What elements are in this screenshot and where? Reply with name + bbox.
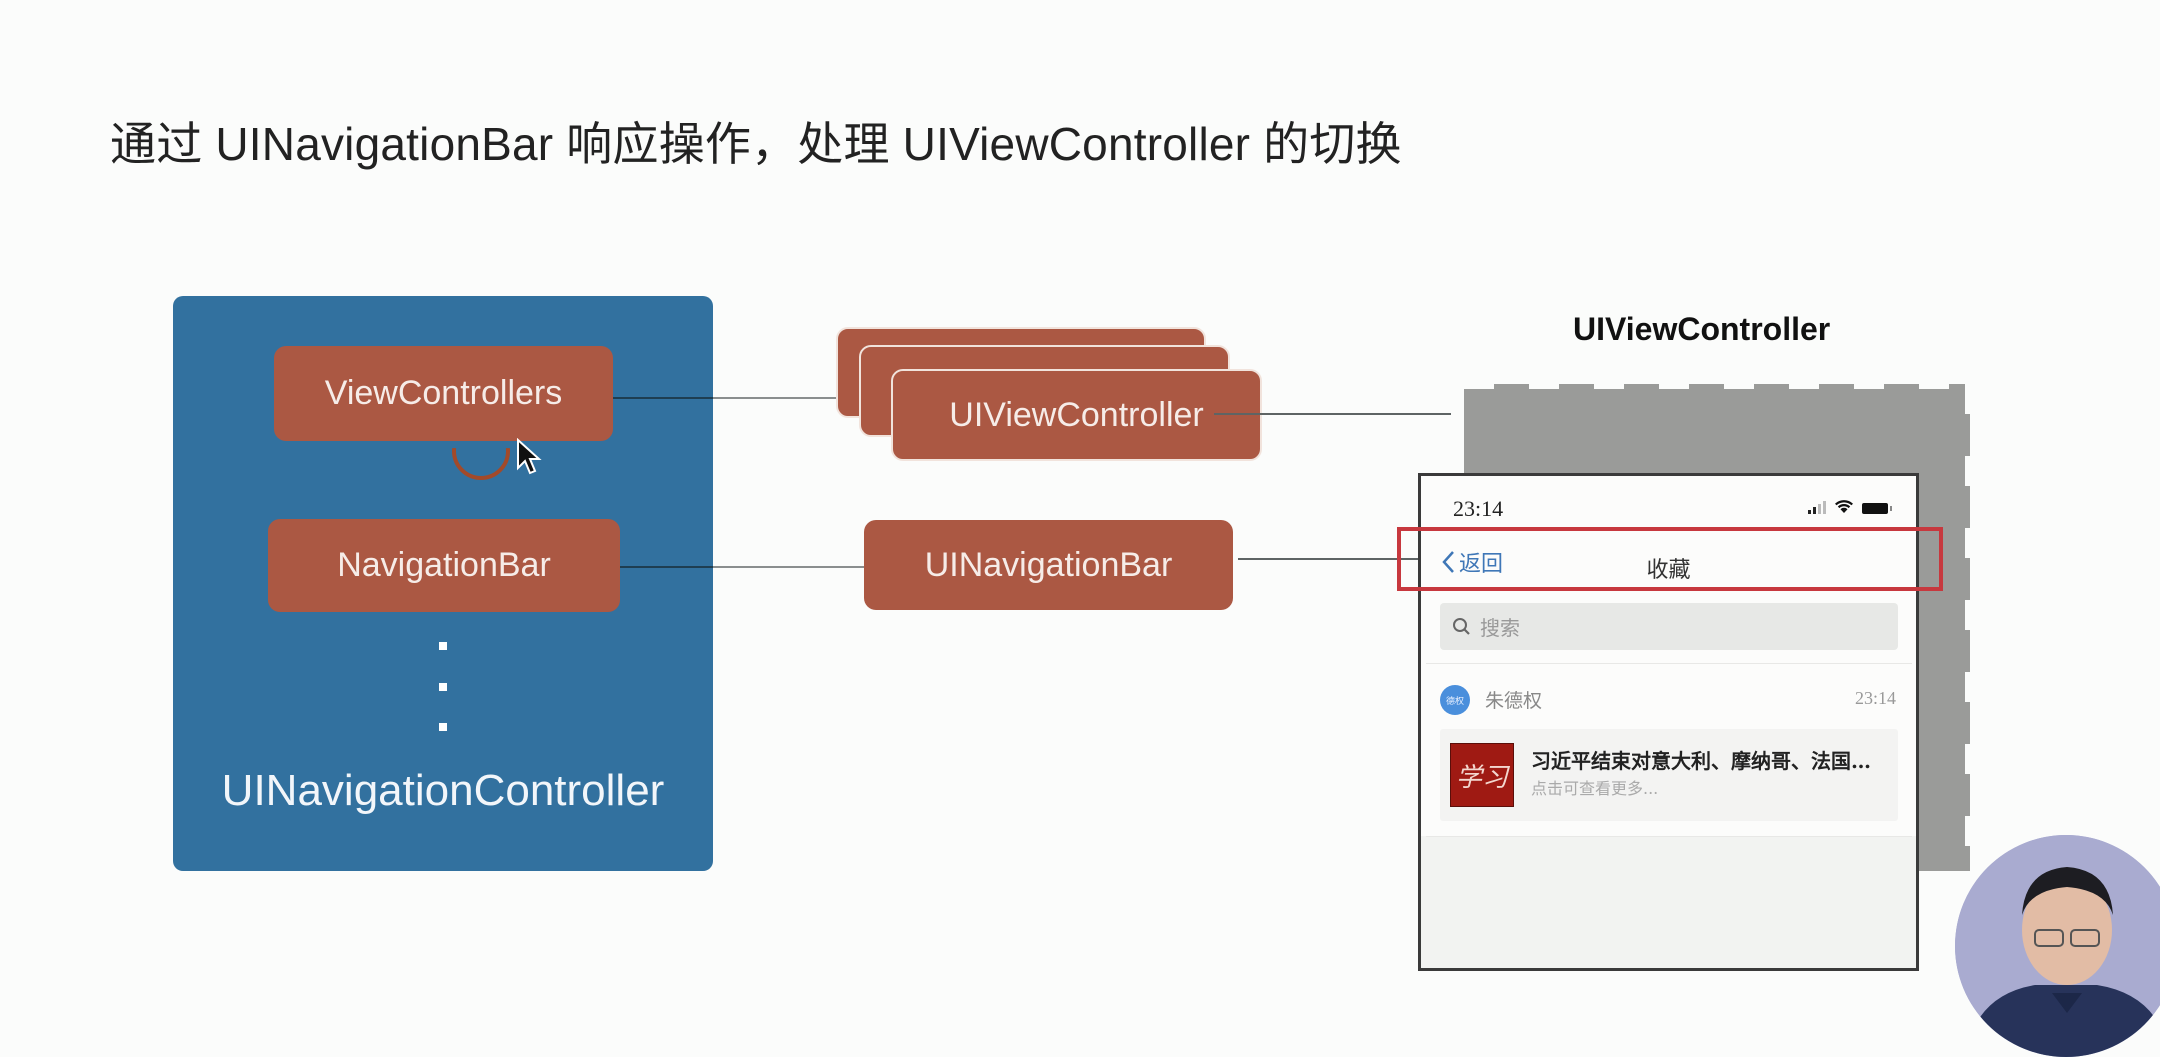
back-label: 返回 xyxy=(1459,551,1504,576)
uiviewcontroller-heading: UIViewController xyxy=(1573,311,1831,347)
status-time: 23:14 xyxy=(1453,496,1504,521)
viewcontrollers-box[interactable]: ViewControllers xyxy=(274,346,613,441)
mouse-cursor-icon xyxy=(517,438,542,475)
search-placeholder: 搜索 xyxy=(1480,618,1520,640)
connector-navigationbar-out xyxy=(713,566,864,568)
wifi-icon xyxy=(1835,500,1853,513)
connector-uiviewcontroller xyxy=(1214,413,1451,415)
avatar: 德权 xyxy=(1440,685,1470,715)
chevron-left-icon xyxy=(1442,551,1454,573)
navbar-title: 收藏 xyxy=(1646,557,1691,582)
uinavigationbar-box[interactable]: UINavigationBar xyxy=(864,520,1233,610)
uinavigationbar-label: UINavigationBar xyxy=(924,545,1173,584)
sender-name: 朱德权 xyxy=(1485,691,1543,712)
card-subtitle: 点击可查看更多... xyxy=(1531,779,1659,798)
uinavigationcontroller-label: UINavigationController xyxy=(221,766,665,815)
backdrop-dashed-edge xyxy=(1464,384,1970,389)
message-time: 23:14 xyxy=(1854,688,1896,708)
search-input[interactable]: 搜索 xyxy=(1440,603,1898,650)
ellipsis-dot xyxy=(439,683,447,691)
uiviewcontroller-box[interactable]: UIViewController xyxy=(891,369,1262,461)
connector-viewcontrollers-out xyxy=(713,397,837,399)
navbar-highlight-frame xyxy=(1397,527,1943,591)
card-title: 习近平结束对意大利、摩纳哥、法国… xyxy=(1531,749,1871,773)
backdrop-dashed-edge xyxy=(1965,384,1971,871)
navigationbar-box[interactable]: NavigationBar xyxy=(268,519,620,612)
divider xyxy=(1426,836,1912,837)
favorite-card[interactable]: 学习 习近平结束对意大利、摩纳哥、法国… 点击可查看更多... xyxy=(1440,729,1898,821)
battery-icon xyxy=(1862,503,1892,514)
slide-title: 通过 UINavigationBar 响应操作，处理 UIViewControl… xyxy=(110,118,1402,170)
status-icons xyxy=(1808,500,1892,514)
ellipsis-dot xyxy=(439,723,447,731)
ellipsis-dot xyxy=(439,642,447,650)
signal-icon xyxy=(1808,501,1826,514)
viewcontrollers-label: ViewControllers xyxy=(324,374,563,412)
connector-uinavigationbar xyxy=(1238,558,1458,560)
presenter-image xyxy=(1955,835,2160,1057)
phone-screen: 23:14 返回 收藏 搜索 德权 朱德权 23:14 学习 习近平结束对意大利… xyxy=(1418,473,1919,971)
back-button[interactable]: 返回 xyxy=(1441,546,1503,578)
presenter-webcam xyxy=(1955,835,2160,1057)
search-icon xyxy=(1453,617,1470,635)
card-thumbnail: 学习 xyxy=(1450,743,1514,807)
uiviewcontroller-label: UIViewController xyxy=(949,395,1204,434)
navigationbar-label: NavigationBar xyxy=(337,546,551,584)
divider xyxy=(1426,663,1912,664)
